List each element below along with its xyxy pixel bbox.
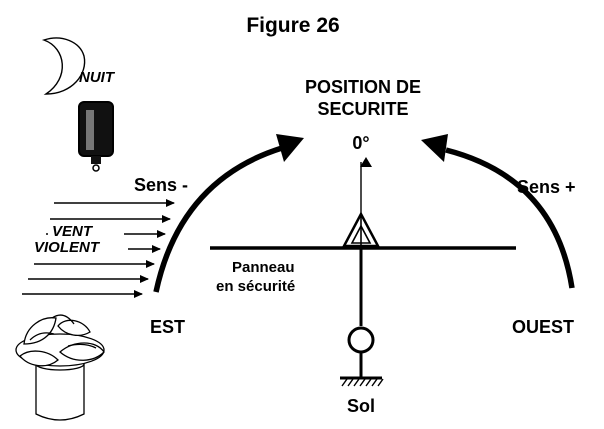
safety-position-line1: POSITION DE bbox=[305, 77, 421, 97]
wind-label-line1: VENT bbox=[52, 223, 94, 240]
panel-label-line1: Panneau bbox=[232, 259, 295, 276]
pivot-joint bbox=[341, 211, 381, 248]
right-rotation-arc bbox=[445, 147, 575, 289]
left-rotation-arc bbox=[153, 145, 283, 293]
west-label: OUEST bbox=[512, 317, 574, 337]
left-rotation-arrowhead bbox=[276, 134, 304, 162]
east-label: EST bbox=[150, 317, 185, 337]
mast-joint bbox=[347, 326, 375, 354]
safety-position-line2: SECURITE bbox=[317, 99, 408, 119]
moon-icon bbox=[41, 37, 86, 95]
night-label: NUIT bbox=[79, 69, 116, 86]
figure-title: Figure 26 bbox=[246, 14, 339, 37]
panel-label-line2: en sécurité bbox=[216, 278, 295, 295]
safety-angle-label: 0° bbox=[352, 133, 369, 153]
right-rotation-arrowhead bbox=[421, 134, 448, 162]
ground-hatch bbox=[340, 376, 384, 387]
wind-label-bg-1 bbox=[48, 222, 124, 238]
wind-label-line2: VIOLENT bbox=[34, 239, 101, 256]
direction-minus-label: Sens - bbox=[134, 175, 188, 195]
direction-plus-label: Sens + bbox=[517, 177, 576, 197]
ground-label: Sol bbox=[347, 396, 375, 416]
wind-label-bg-2 bbox=[32, 239, 128, 255]
anemometer-icon bbox=[15, 314, 105, 421]
light-sensor-icon bbox=[78, 101, 114, 172]
